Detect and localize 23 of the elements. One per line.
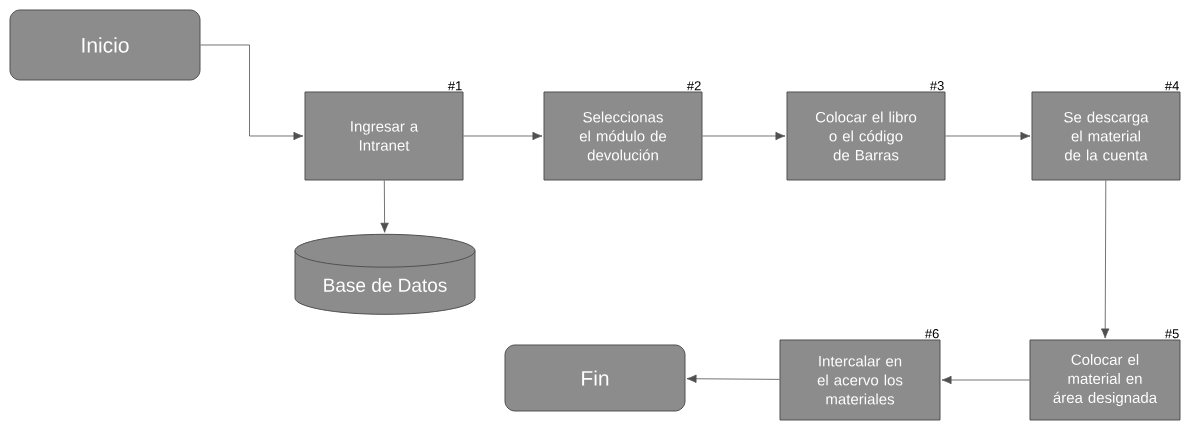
- arrow: [702, 131, 786, 141]
- process-box: Ingresar a Intranet: [304, 91, 464, 181]
- step-number: #5: [1164, 329, 1179, 339]
- database-cylinder: Base de Datos: [294, 233, 476, 315]
- process-box: Intercalar en el acervo los materiales: [779, 339, 941, 421]
- process-box: Colocar el material en área designada: [1029, 339, 1181, 421]
- arrow: [1101, 180, 1110, 339]
- arrow: [941, 375, 1030, 385]
- step-number: #2: [686, 81, 701, 91]
- arrow: [686, 374, 780, 383]
- arrow: [463, 131, 543, 141]
- step-number: #6: [924, 329, 939, 339]
- arrow: [200, 44, 304, 141]
- arrow: [380, 180, 389, 233]
- process-box: Se descarga el material de la cuenta: [1031, 91, 1181, 181]
- step-number: #1: [447, 81, 462, 91]
- process-box: Seleccionas el módulo de devolución: [543, 91, 703, 181]
- process-box: Colocar el libro o el código de Barras: [786, 91, 946, 181]
- terminal-box: Fin: [504, 344, 686, 412]
- terminal-box: Inicio: [9, 9, 201, 81]
- arrow: [945, 131, 1031, 141]
- step-number: #3: [929, 81, 944, 91]
- step-number: #4: [1164, 81, 1179, 91]
